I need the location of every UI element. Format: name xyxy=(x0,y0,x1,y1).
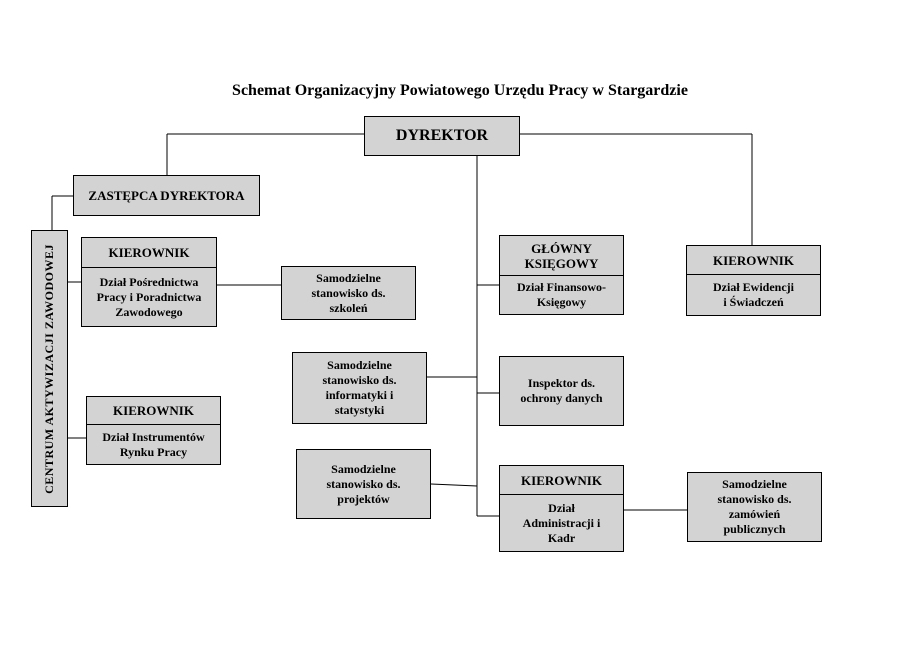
deputy-label: ZASTĘPCA DYREKTORA xyxy=(88,187,245,203)
posrednictwo-head: KIEROWNIK xyxy=(82,238,216,268)
deputy-box: ZASTĘPCA DYREKTORA xyxy=(73,175,260,216)
page-title: Schemat Organizacyjny Powiatowego Urzędu… xyxy=(232,82,688,99)
ewidencja-name: Dział Ewidencji i Świadczeń xyxy=(713,280,794,309)
szkolen-label: Samodzielne stanowisko ds. szkoleń xyxy=(311,270,386,315)
administracja-head: KIEROWNIK xyxy=(500,466,623,495)
informatyki-label: Samodzielne stanowisko ds. informatyki i… xyxy=(322,358,397,417)
informatyki-box: Samodzielne stanowisko ds. informatyki i… xyxy=(292,352,427,424)
director-label: DYREKTOR xyxy=(395,127,489,144)
projektow-label: Samodzielne stanowisko ds. projektów xyxy=(326,461,401,506)
centrum-label: CENTRUM AKTYWIZACJI ZAWODOWEJ xyxy=(42,243,56,494)
instrumenty-name: Dział Instrumentów Rynku Pracy xyxy=(102,429,205,459)
inspektor-label: Inspektor ds. ochrony danych xyxy=(520,376,603,405)
administracja-box: KIEROWNIK Dział Administracji i Kadr xyxy=(499,465,624,552)
inspektor-box: Inspektor ds. ochrony danych xyxy=(499,356,624,426)
connector xyxy=(430,483,478,487)
instrumenty-head: KIEROWNIK xyxy=(87,397,220,425)
instrumenty-box: KIEROWNIK Dział Instrumentów Rynku Pracy xyxy=(86,396,221,465)
centrum-box: CENTRUM AKTYWIZACJI ZAWODOWEJ xyxy=(31,230,68,507)
zamowien-box: Samodzielne stanowisko ds. zamówień publ… xyxy=(687,472,822,542)
ewidencja-box: KIEROWNIK Dział Ewidencji i Świadczeń xyxy=(686,245,821,316)
szkolen-box: Samodzielne stanowisko ds. szkoleń xyxy=(281,266,416,320)
director-box: DYREKTOR xyxy=(364,116,520,156)
zamowien-label: Samodzielne stanowisko ds. zamówień publ… xyxy=(717,477,792,536)
posrednictwo-box: KIEROWNIK Dział Pośrednictwa Pracy i Por… xyxy=(81,237,217,327)
administracja-name: Dział Administracji i Kadr xyxy=(522,500,601,545)
posrednictwo-name: Dział Pośrednictwa Pracy i Poradnictwa Z… xyxy=(96,274,202,319)
ksiegowy-box: GŁÓWNY KSIĘGOWY Dział Finansowo- Księgow… xyxy=(499,235,624,315)
ksiegowy-head: GŁÓWNY KSIĘGOWY xyxy=(500,236,623,276)
ewidencja-head: KIEROWNIK xyxy=(687,246,820,275)
ksiegowy-name: Dział Finansowo- Księgowy xyxy=(516,280,606,309)
projektow-box: Samodzielne stanowisko ds. projektów xyxy=(296,449,431,519)
